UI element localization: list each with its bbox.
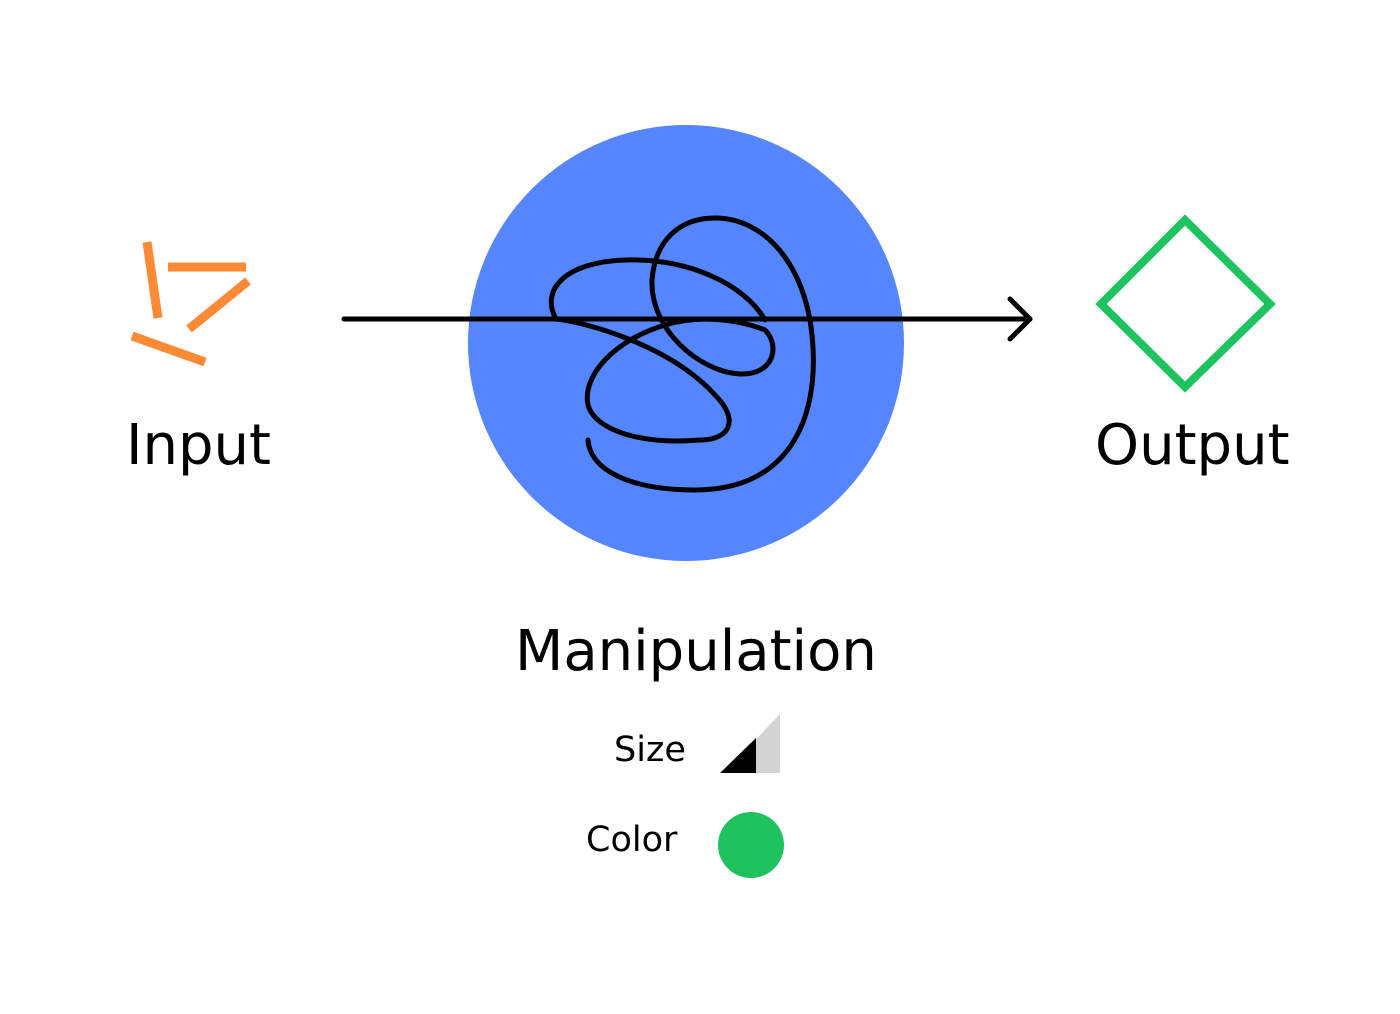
legend-color-label: Color xyxy=(586,820,678,860)
manipulation-circle xyxy=(468,125,904,561)
size-ramp-front xyxy=(720,738,756,773)
manipulation-label: Manipulation xyxy=(515,619,877,684)
arrow-head xyxy=(1007,296,1033,342)
scattered-lines-icon xyxy=(130,241,251,367)
legend-size-label: Size xyxy=(614,730,686,770)
output-label: Output xyxy=(1095,413,1290,478)
input-label: Input xyxy=(126,413,272,478)
input-stroke-4 xyxy=(130,331,207,367)
color-swatch-icon xyxy=(718,812,784,878)
size-ramp-icon xyxy=(720,714,780,773)
input-stroke-1 xyxy=(142,241,163,319)
tangled-loop-icon xyxy=(548,215,816,493)
diamond-outline-icon xyxy=(1095,214,1276,393)
input-stroke-3 xyxy=(186,277,251,333)
